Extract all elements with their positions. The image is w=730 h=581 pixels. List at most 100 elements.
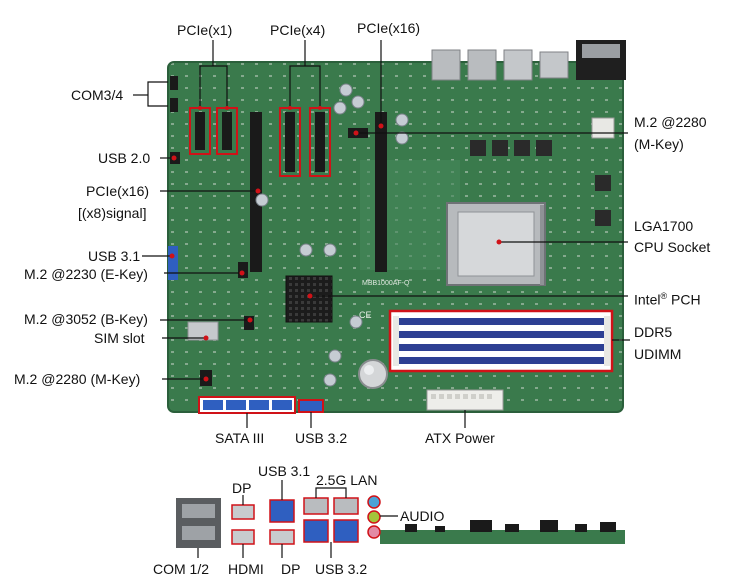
label-io-dp-top: DP <box>232 480 252 496</box>
leader-dot <box>353 130 359 136</box>
m2-2230-slot <box>238 262 248 278</box>
capacitor <box>351 95 365 109</box>
io-hdmi <box>231 529 255 545</box>
io-pcb-edge <box>380 530 625 544</box>
pcie-x1-slot-2 <box>222 112 232 150</box>
leader-dot <box>255 188 261 194</box>
label-io-com12: COM 1/2 <box>153 561 210 577</box>
leader-dot <box>203 376 209 382</box>
pcie-x1-slot-1 <box>195 112 205 150</box>
label-com34: COM3/4 <box>71 87 124 103</box>
leader-com34 <box>147 81 168 107</box>
capacitor <box>333 101 347 115</box>
capacitor <box>323 243 337 257</box>
label-lga1700-line2: CPU Socket <box>634 239 711 255</box>
leader-dot <box>239 270 245 276</box>
pcie-x4-slot-2 <box>315 112 325 172</box>
callout-boxes <box>189 107 331 177</box>
dimm-clip-left <box>393 316 399 366</box>
vrm-choke <box>595 210 611 226</box>
vrm-choke <box>470 140 486 156</box>
capacitor <box>328 349 342 363</box>
leader-dot <box>225 106 229 110</box>
label-m2-3052: M.2 @3052 (B-Key) <box>24 311 148 327</box>
label-io-audio: AUDIO <box>400 508 445 524</box>
rear-io-usb <box>503 49 533 81</box>
label-usb32-board: USB 3.2 <box>295 430 348 446</box>
label-pcie-x16-x8-line2: [(x8)signal] <box>78 205 147 221</box>
label-m2-2280-right-line1: M.2 @2280 <box>634 114 707 130</box>
label-pcie-x4: PCIe(x4) <box>270 22 326 38</box>
rear-io-panel <box>176 495 625 548</box>
pch-heatsink <box>285 275 333 323</box>
dimm-slot-2 <box>398 331 604 338</box>
capacitors <box>255 83 409 387</box>
label-pcie-x1: PCIe(x1) <box>177 22 233 38</box>
capacitor <box>395 113 409 127</box>
leader-dot <box>247 317 253 323</box>
label-ddr5-line1: DDR5 <box>634 324 673 340</box>
atx-pin <box>479 394 484 399</box>
pcie-x16-slot-top <box>375 112 387 272</box>
sim-slot <box>187 321 219 341</box>
io-com12-port <box>182 526 215 540</box>
io-lan-2 <box>333 497 359 515</box>
leader-dots <box>169 106 502 382</box>
capacitor <box>339 83 353 97</box>
label-pcie-x16-top: PCIe(x16) <box>357 20 421 36</box>
leader-dot <box>203 335 209 341</box>
coin-cell-battery <box>358 359 388 389</box>
label-pch-reg: ® <box>660 291 668 301</box>
atx-pin <box>455 394 460 399</box>
atx-pin <box>431 394 436 399</box>
vrm-choke <box>536 140 552 156</box>
atx-pin <box>439 394 444 399</box>
label-atx-power: ATX Power <box>425 430 495 446</box>
label-m2-2230: M.2 @2230 (E-Key) <box>24 266 148 282</box>
label-usb20: USB 2.0 <box>98 150 151 166</box>
board-rear-io <box>431 40 626 81</box>
capacitor <box>395 131 409 145</box>
dimm-slot-1 <box>398 318 604 325</box>
battery-highlight <box>364 365 374 375</box>
socket-lever <box>540 205 544 285</box>
usb31-header <box>168 246 178 280</box>
sata-port <box>272 400 292 410</box>
io-part <box>600 522 616 532</box>
label-sim-slot: SIM slot <box>94 330 145 346</box>
left-headers <box>168 76 368 386</box>
label-pch-suffix: PCH <box>667 291 701 308</box>
io-lan-1 <box>303 497 329 515</box>
com34-header-2 <box>170 98 178 112</box>
cpu-power-connector <box>591 117 615 139</box>
label-usb31-left: USB 3.1 <box>88 248 141 264</box>
io-part <box>505 524 519 532</box>
capacitor <box>299 243 313 257</box>
atx-power-connector <box>426 389 504 411</box>
pcie-x4-slot-1 <box>285 112 295 172</box>
label-m2-2280-left: M.2 @2280 (M-Key) <box>14 371 141 387</box>
sata-ports <box>198 396 296 414</box>
usb32-board-port <box>298 399 324 413</box>
atx-pin <box>463 394 468 399</box>
label-pch-prefix: Intel <box>634 291 661 308</box>
label-io-lan: 2.5G LAN <box>316 472 378 488</box>
capacitor <box>255 193 269 207</box>
sata-port <box>203 400 223 410</box>
ddr5-slots <box>388 309 614 373</box>
com34-header-1 <box>170 76 178 90</box>
leader-dot <box>378 123 384 129</box>
label-io-dp-bottom: DP <box>281 561 301 577</box>
sata-port <box>249 400 269 410</box>
io-dp-bottom <box>269 529 295 545</box>
atx-pins <box>431 394 492 399</box>
label-sata3: SATA III <box>215 430 265 446</box>
capacitor <box>349 315 363 329</box>
m2-3052-slot <box>244 316 254 330</box>
label-lga1700-line1: LGA1700 <box>634 218 694 234</box>
rear-io-com-shell <box>582 44 620 58</box>
audio-jack-blue <box>367 495 381 509</box>
atx-pin <box>487 394 492 399</box>
io-com12-port <box>182 504 215 518</box>
